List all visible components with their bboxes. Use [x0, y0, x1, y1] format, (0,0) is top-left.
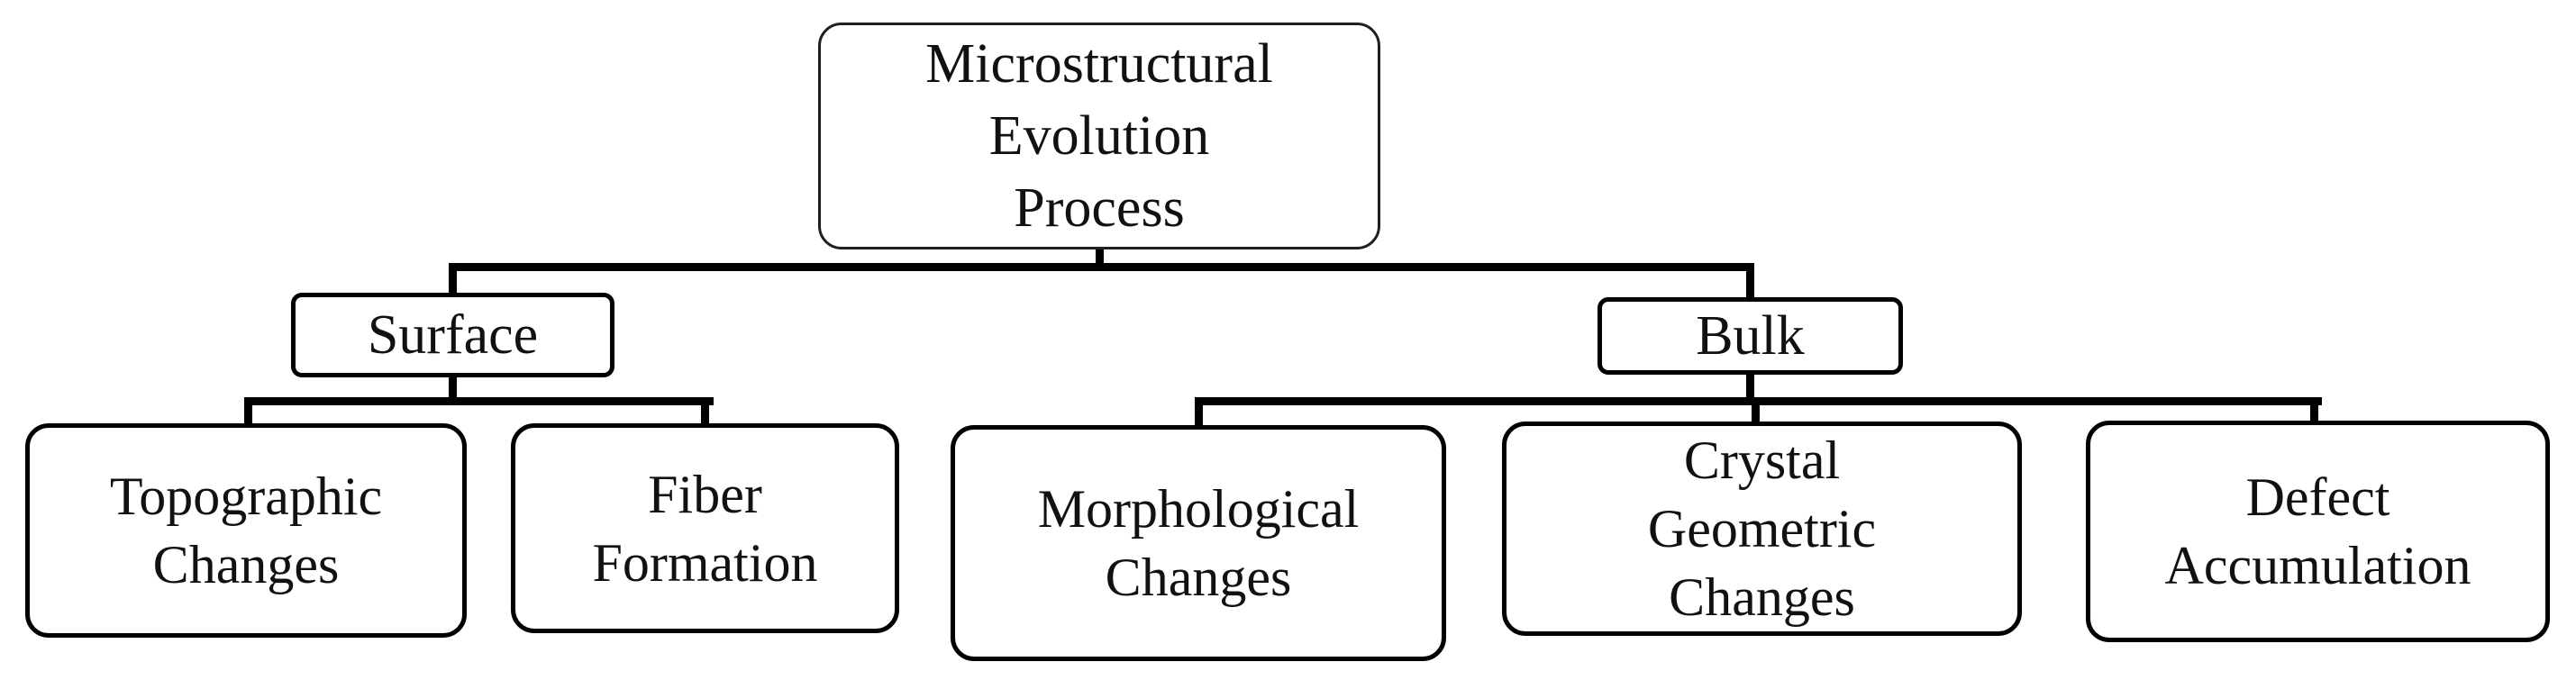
node-label-line: Changes [1669, 567, 1855, 627]
connector-surface-children-bus [244, 397, 714, 405]
node-label-line: Bulk [1696, 305, 1805, 367]
connector-crystal-drop [1752, 401, 1760, 426]
connector-morphological-drop [1195, 401, 1203, 430]
node-label-line: Accumulation [2164, 536, 2471, 595]
node-defect-accumulation: Defect Accumulation [2086, 421, 2550, 642]
node-label-line: Defect [2245, 467, 2390, 527]
node-label-line: Evolution [988, 105, 1210, 167]
node-label-line: Surface [367, 304, 539, 366]
node-label-line: Crystal [1683, 431, 1841, 490]
connector-defect-drop [2310, 401, 2318, 425]
node-label-line: Process [1014, 177, 1185, 239]
node-crystal-geometric-changes: Crystal Geometric Changes [1502, 422, 2022, 636]
connector-root-stub [1096, 249, 1104, 271]
connector-bulk-stub [1746, 373, 1754, 401]
node-morphological-changes: Morphological Changes [951, 425, 1446, 661]
node-label-line: Fiber [648, 464, 762, 524]
node-label-line: Topographic [109, 467, 383, 526]
connector-fiber-drop [701, 401, 709, 428]
node-label-line: Formation [592, 532, 818, 593]
connector-surface-drop [449, 267, 457, 297]
connector-surface-stub [449, 376, 457, 401]
node-microstructural-evolution-process: Microstructural Evolution Process [818, 23, 1380, 249]
connector-topographic-drop [244, 401, 252, 428]
node-label-line: Microstructural [925, 33, 1273, 95]
node-label-line: Geometric [1647, 499, 1877, 558]
node-label-line: Changes [152, 535, 340, 594]
connector-level1-bus [449, 263, 1754, 271]
node-label-line: Changes [1105, 548, 1292, 607]
node-bulk: Bulk [1597, 297, 1903, 375]
node-fiber-formation: Fiber Formation [511, 423, 899, 633]
connector-bulk-drop [1746, 267, 1754, 303]
node-topographic-changes: Topographic Changes [25, 423, 467, 638]
node-label-line: Morphological [1037, 479, 1360, 539]
node-surface: Surface [291, 293, 614, 377]
